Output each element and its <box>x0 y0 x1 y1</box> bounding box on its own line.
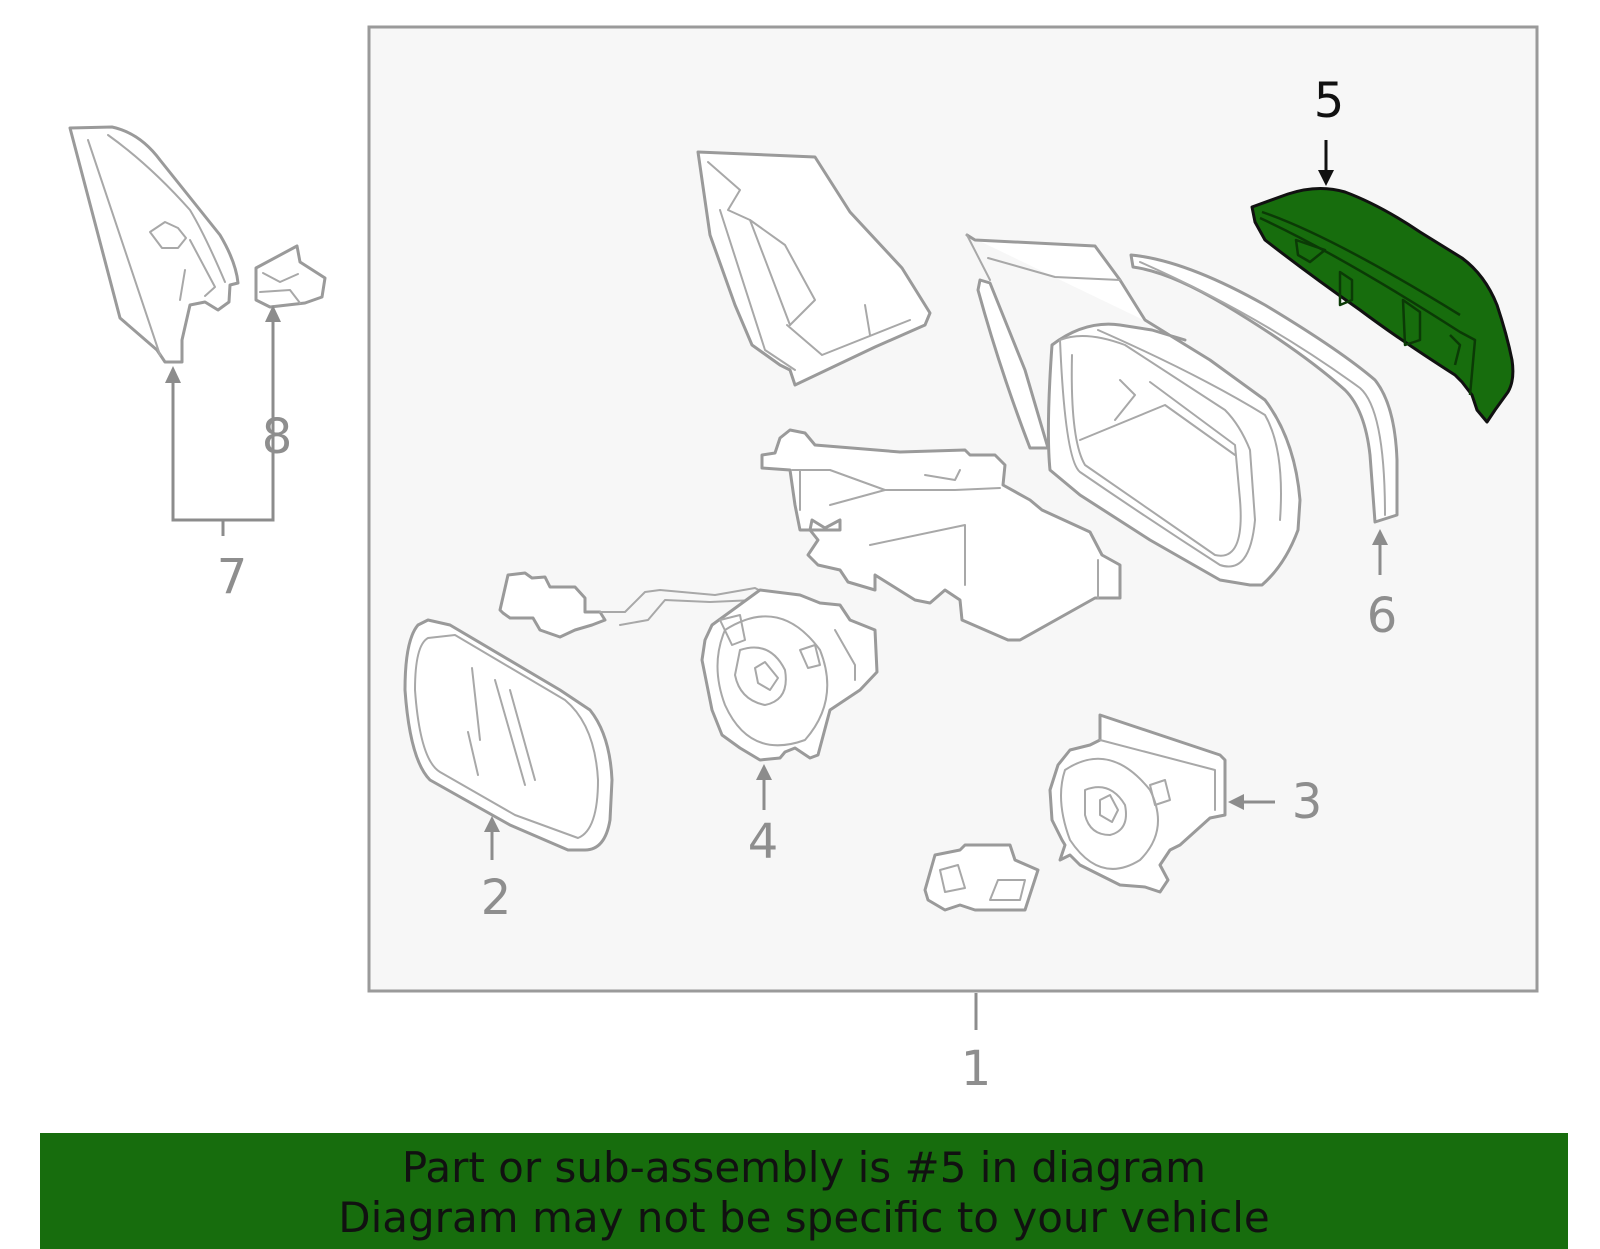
callout-label-2: 2 <box>481 870 512 926</box>
banner-line-1: Part or sub-assembly is #5 in diagram <box>401 1143 1207 1192</box>
mirror-cap-highlighted[interactable] <box>1250 187 1515 424</box>
callout-label-6: 6 <box>1367 588 1398 644</box>
mirror-glass[interactable] <box>403 618 614 852</box>
callout-label-1: 1 <box>961 1041 992 1097</box>
mirror-bracket-8[interactable] <box>254 244 327 309</box>
mirror-housing-frame[interactable] <box>965 233 1302 587</box>
mirror-frame-bracket[interactable] <box>760 428 1122 642</box>
callout-3-arrow <box>1228 794 1275 810</box>
callout-2-arrow <box>484 816 500 860</box>
callout-label-7: 7 <box>217 549 248 605</box>
callout-4-arrow <box>756 764 772 810</box>
part-info-banner: Part or sub-assembly is #5 in diagram Di… <box>40 1133 1568 1249</box>
mirror-motor[interactable] <box>1048 713 1227 894</box>
callout-label-4: 4 <box>748 814 779 870</box>
mirror-actuator[interactable] <box>498 571 879 762</box>
banner-line-2: Diagram may not be specific to your vehi… <box>338 1193 1270 1242</box>
callout-label-5: 5 <box>1314 73 1345 129</box>
mirror-clip[interactable] <box>923 843 1040 912</box>
callout-5-arrow <box>1318 140 1334 186</box>
callout-7-bracket <box>165 305 281 536</box>
callout-6-arrow <box>1372 529 1388 575</box>
callout-label-8: 8 <box>262 409 293 465</box>
callout-label-3: 3 <box>1292 774 1323 830</box>
mirror-molding-strip[interactable] <box>1129 253 1399 524</box>
mirror-base-cover[interactable] <box>68 125 240 364</box>
mirror-housing-upper[interactable] <box>696 150 932 387</box>
